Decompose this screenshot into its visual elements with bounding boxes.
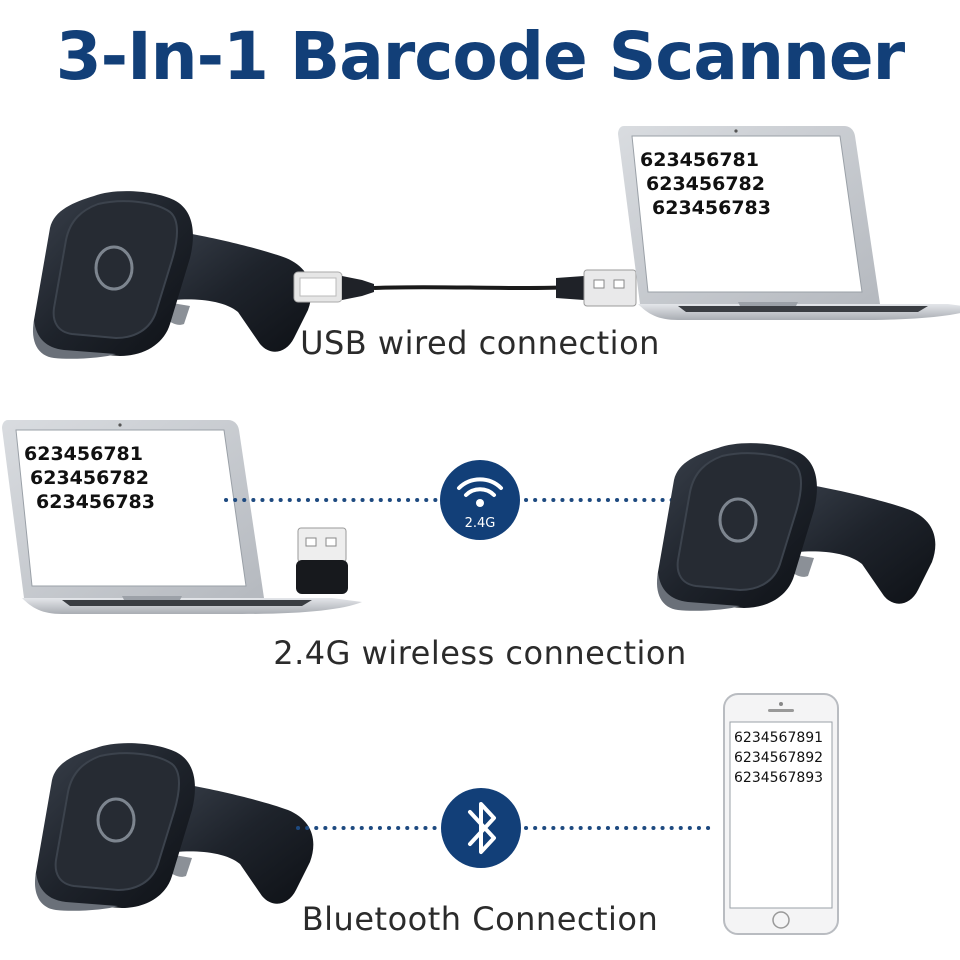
laptop-wireless-screen-text: 623456781 623456782 623456783 [24,443,155,513]
phone-screen-text: 6234567891 6234567892 6234567893 [734,730,823,786]
laptop-usb-screen-text: 623456781 623456782 623456783 [640,149,771,219]
screen-line: 623456781 [640,149,759,171]
wifi-badge-label: 2.4G [465,516,496,531]
barcode-scanner-wireless [655,441,937,613]
screen-line: 623456781 [24,443,143,465]
barcode-scanner-bluetooth [33,741,315,913]
screen-line: 623456783 [36,491,155,513]
caption-usb: USB wired connection [300,324,660,362]
usb-cable [293,269,637,307]
screen-line: 623456783 [652,197,771,219]
screen-line: 623456782 [646,173,765,195]
caption-bluetooth: Bluetooth Connection [301,900,659,938]
screen-line: 6234567893 [734,770,823,786]
smartphone [723,693,839,935]
wifi-icon [440,460,520,540]
screen-line: 6234567892 [734,750,823,766]
screen-line: 623456782 [30,467,149,489]
bluetooth-icon [441,788,521,868]
screen-line: 6234567891 [734,730,823,746]
caption-wireless: 2.4G wireless connection [273,634,687,672]
page-title: 3-In-1 Barcode Scanner [55,18,905,95]
usb-dongle [296,527,348,594]
